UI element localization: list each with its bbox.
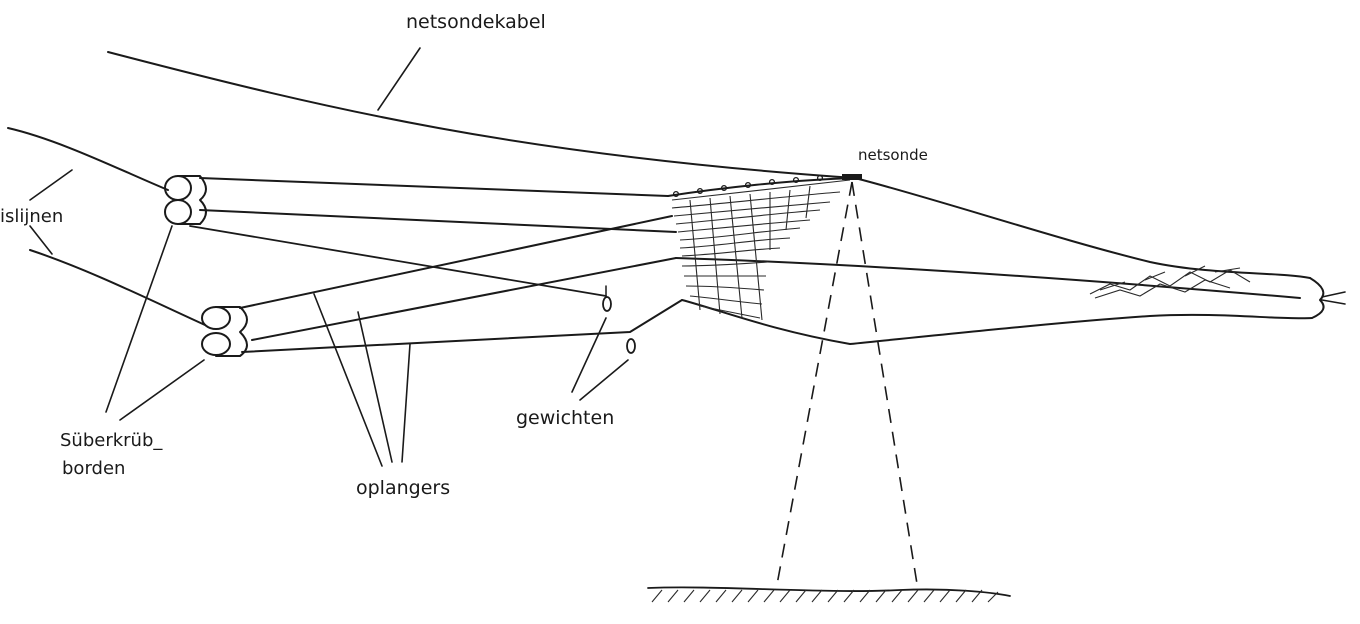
islijnen-lower bbox=[29, 249, 206, 326]
leader-suberkrub-upper bbox=[105, 225, 173, 413]
label-netsonde: netsonde bbox=[858, 146, 928, 164]
net-mesh-front bbox=[671, 179, 851, 321]
seabed bbox=[647, 586, 1011, 603]
net-top-outline bbox=[667, 177, 1311, 279]
cod-end bbox=[1309, 277, 1325, 319]
weight-lower bbox=[626, 338, 636, 354]
leader-islijnen-upper bbox=[29, 169, 73, 201]
sonar-cone-right bbox=[851, 181, 919, 591]
label-oplangers: oplangers bbox=[356, 477, 450, 499]
upper-board-second-line bbox=[199, 209, 677, 233]
leader-oplangers-1 bbox=[313, 293, 383, 467]
upper-board-to-weight-line bbox=[189, 225, 607, 297]
label-islijnen: islijnen bbox=[0, 206, 63, 227]
leader-islijnen-lower bbox=[29, 225, 53, 255]
netsondekabel-cable bbox=[107, 51, 856, 179]
net-bottom-outline bbox=[681, 299, 1313, 345]
islijnen-upper bbox=[7, 127, 169, 191]
leader-suberkrub-lower bbox=[119, 359, 205, 421]
lower-board-groundrope bbox=[241, 299, 683, 353]
headline-floats bbox=[672, 174, 824, 198]
sonar-cone-left bbox=[775, 181, 853, 591]
label-netsondekabel: netsondekabel bbox=[406, 11, 546, 33]
leader-netsondekabel bbox=[377, 47, 421, 111]
lower-otter-board bbox=[201, 306, 248, 357]
catch-texture bbox=[1089, 265, 1251, 299]
label-suberkrub: Süberkrüb_ bbox=[60, 430, 163, 451]
cod-end-tie bbox=[1321, 291, 1346, 305]
lower-board-to-net-upper bbox=[239, 215, 673, 309]
netsonde-device bbox=[842, 174, 862, 180]
lower-board-to-net-middle bbox=[251, 257, 677, 341]
leader-gewichten-1 bbox=[571, 317, 607, 393]
net-inner-line bbox=[675, 257, 1301, 299]
upper-otter-board bbox=[164, 175, 207, 225]
leader-gewichten-2 bbox=[579, 359, 629, 401]
weight-upper bbox=[602, 285, 612, 312]
label-borden: borden bbox=[62, 458, 125, 479]
leader-oplangers-3 bbox=[401, 343, 411, 463]
label-gewichten: gewichten bbox=[516, 407, 614, 429]
leader-oplangers-2 bbox=[357, 311, 393, 463]
upper-board-headline bbox=[199, 177, 669, 197]
